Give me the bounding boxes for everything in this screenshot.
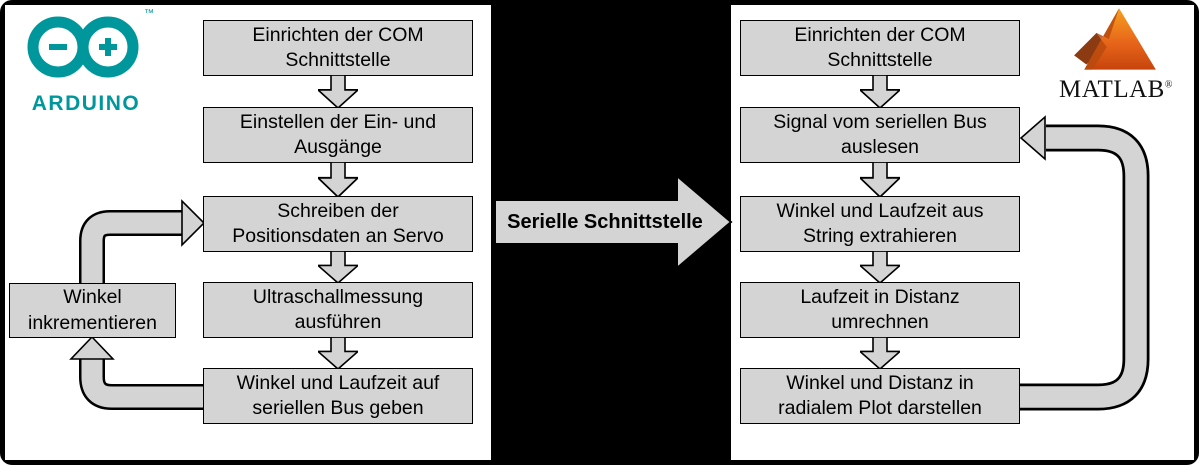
down-arrow-icon (860, 337, 900, 369)
matlab-step-radial-plot: Winkel und Distanz in radialem Plot dars… (740, 368, 1020, 424)
matlab-registered-mark: ® (1164, 79, 1173, 91)
arduino-step-serial-out: Winkel und Laufzeit auf seriellen Bus ge… (203, 368, 473, 424)
down-arrow-icon (860, 75, 900, 108)
down-arrow-icon (318, 337, 358, 369)
matlab-wordmark: MATLAB® (1059, 76, 1173, 104)
matlab-step-parse-string: Winkel und Laufzeit aus String extrahier… (740, 196, 1020, 252)
down-arrow-icon (860, 251, 900, 283)
arduino-wordmark: ARDUINO (31, 92, 141, 115)
down-arrow-icon (860, 162, 900, 197)
arduino-trademark: ™ (144, 8, 154, 19)
arduino-step-increment-angle: Winkel inkrementieren (9, 283, 176, 338)
matlab-step-convert-dist: Laufzeit in Distanz umrechnen (740, 282, 1020, 338)
arduino-logo: ™ ARDUINO (20, 8, 154, 116)
serial-interface-arrow (495, 174, 733, 270)
matlab-logo: MATLAB® (1040, 6, 1192, 104)
down-arrow-icon (318, 162, 358, 197)
matlab-membrane-icon (1074, 8, 1156, 70)
arduino-infinity-icon: ™ (20, 8, 154, 84)
arduino-step-io-setup: Einstellen der Ein- und Ausgänge (203, 107, 473, 163)
matlab-step-com-setup: Einrichten der COM Schnittstelle (740, 20, 1020, 76)
serial-interface-label: Serielle Schnittstelle (507, 210, 703, 233)
matlab-step-read-serial: Signal vom seriellen Bus auslesen (740, 107, 1020, 163)
arduino-step-ultrasonic: Ultraschallmessung ausführen (203, 282, 473, 338)
down-arrow-icon (318, 75, 358, 108)
arduino-step-servo-write: Schreiben der Positionsdaten an Servo (203, 196, 473, 252)
down-arrow-icon (318, 251, 358, 283)
matlab-wordmark-text: MATLAB (1059, 76, 1165, 103)
arduino-step-com-setup: Einrichten der COM Schnittstelle (203, 20, 473, 76)
